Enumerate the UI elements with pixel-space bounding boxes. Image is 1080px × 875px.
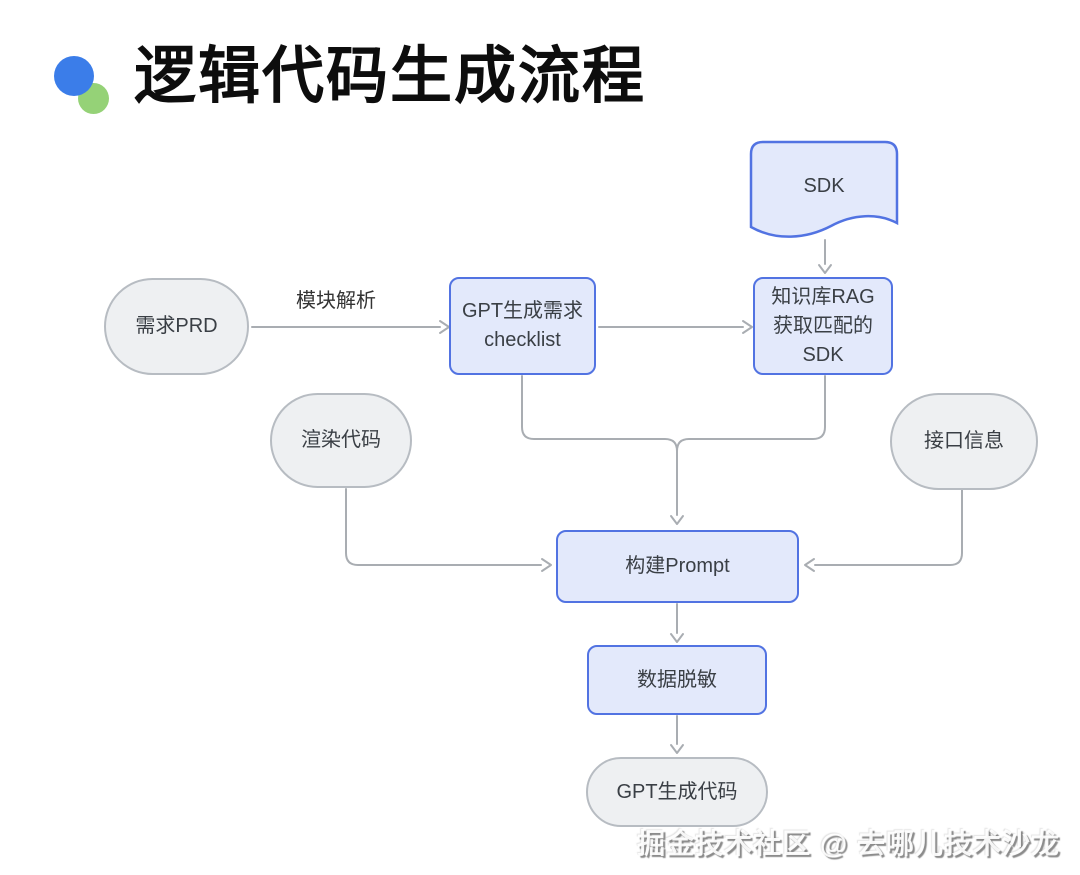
connector-checklist-to-merge — [521, 375, 678, 452]
node-data-masking: 数据脱敏 — [587, 645, 767, 715]
arrowhead-down-icon — [670, 515, 684, 525]
node-api-info: 接口信息 — [890, 393, 1038, 490]
node-render-code: 渲染代码 — [270, 393, 412, 488]
node-requirement-prd-label: 需求PRD — [135, 315, 218, 337]
page-header: 逻辑代码生成流程 — [0, 0, 1080, 130]
watermark-text: 掘金技术社区 @ 去哪儿技术沙龙 — [637, 828, 1060, 859]
arrowhead-down-icon — [670, 633, 684, 643]
node-gpt-checklist: GPT生成需求 checklist — [449, 277, 596, 375]
node-knowledge-rag-label: 知识库RAG 获取匹配的SDK — [771, 285, 875, 366]
arrowhead-left-icon — [804, 558, 815, 572]
edge-label-module-parse: 模块解析 — [296, 290, 376, 312]
node-api-info-label: 接口信息 — [924, 430, 1004, 452]
connector-api-info-to-build-prompt — [814, 489, 963, 566]
node-gpt-generate-code: GPT生成代码 — [586, 757, 768, 827]
node-sdk-label: SDK — [803, 174, 845, 197]
arrowhead-down-icon — [670, 744, 684, 754]
arrowhead-right-icon — [439, 320, 450, 334]
node-sdk: SDK — [751, 142, 897, 230]
brand-logo-icon — [47, 50, 117, 120]
arrowhead-right-icon — [742, 320, 753, 334]
page-title: 逻辑代码生成流程 — [134, 42, 647, 111]
connector-render-code-to-build-prompt — [345, 488, 542, 566]
node-gpt-generate-code-label: GPT生成代码 — [616, 780, 738, 803]
arrowhead-right-icon — [541, 558, 552, 572]
sdk-document-shape — [749, 140, 899, 238]
connector-rag-to-merge — [676, 375, 826, 452]
node-build-prompt-label: 构建Prompt — [625, 555, 730, 577]
node-data-masking-label: 数据脱敏 — [637, 668, 717, 691]
node-gpt-checklist-label: GPT生成需求 checklist — [461, 300, 584, 351]
node-requirement-prd: 需求PRD — [104, 278, 249, 375]
logo-blue-circle-icon — [54, 56, 94, 96]
node-knowledge-rag: 知识库RAG 获取匹配的SDK — [753, 277, 893, 375]
node-render-code-label: 渲染代码 — [301, 429, 381, 451]
arrowhead-down-icon — [818, 264, 832, 274]
node-build-prompt: 构建Prompt — [556, 530, 799, 603]
